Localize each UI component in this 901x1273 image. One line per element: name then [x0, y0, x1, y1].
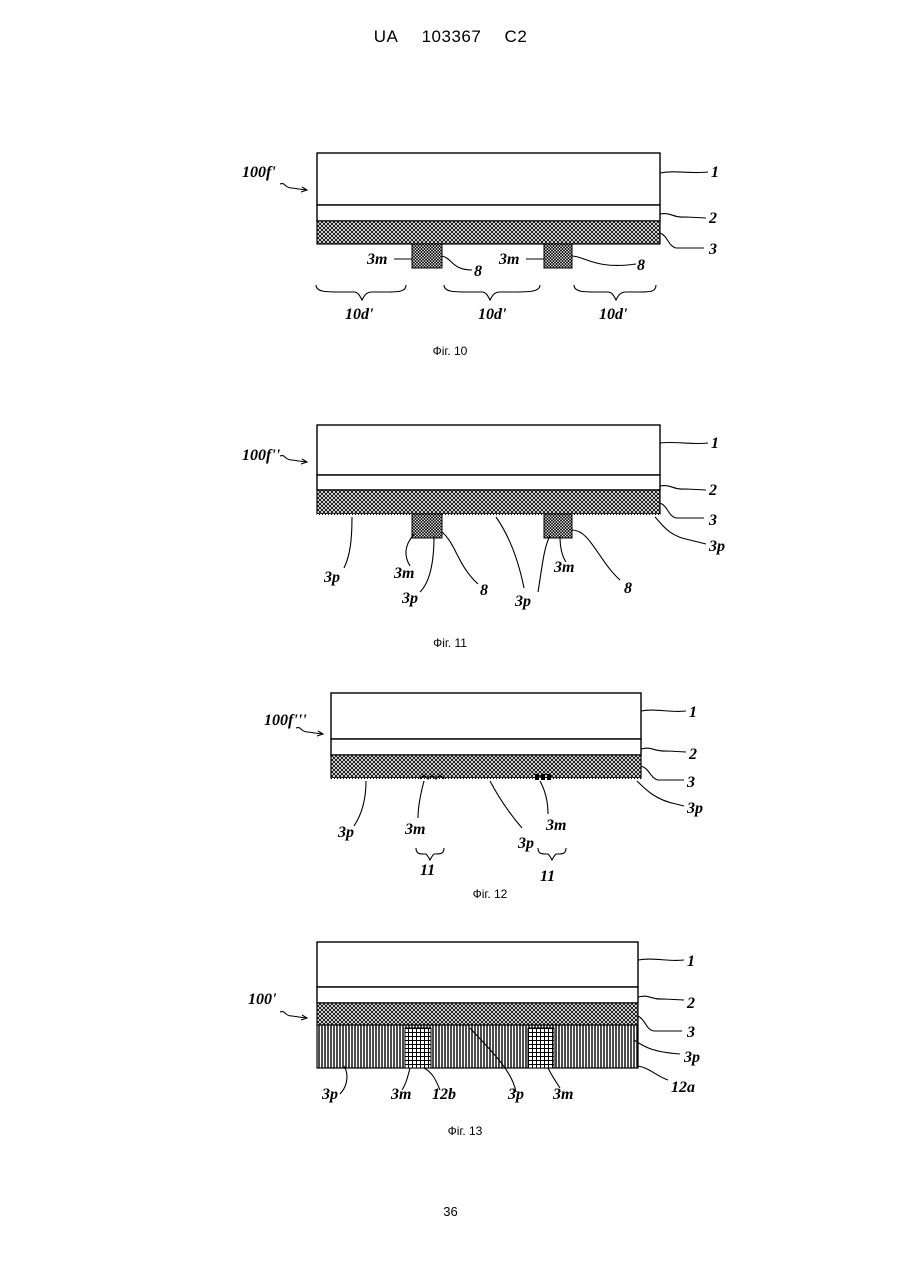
label-2: 2 [686, 995, 695, 1012]
layer-1 [317, 942, 638, 987]
porous-surface-3p [317, 514, 660, 517]
figure-11: 100f'' 1 2 3 3p 3p 3m 3p 8 3p 3m 8 Фіг. … [242, 425, 725, 650]
element-12b-right [528, 1028, 554, 1068]
label-3p-mid: 3p [517, 835, 534, 852]
label-3p-left: 3p [321, 1086, 338, 1103]
label-2: 2 [708, 482, 717, 499]
label-10d-left: 10d' [345, 306, 374, 323]
label-11-left: 11 [420, 862, 435, 879]
label-1: 1 [687, 953, 695, 970]
layer-12a [317, 1025, 638, 1068]
label-3p-mid: 3p [514, 593, 531, 610]
label-3p-right: 3p [708, 538, 725, 555]
layer-1 [317, 153, 660, 205]
element-8-left [412, 244, 442, 268]
layer-2 [317, 987, 638, 1003]
label-10d-right: 10d' [599, 306, 628, 323]
label-1: 1 [689, 704, 697, 721]
label-3p-right: 3p [686, 800, 703, 817]
caption-fig-11: Фіг. 11 [433, 636, 467, 650]
element-8-right [544, 514, 572, 538]
label-1: 1 [711, 435, 719, 452]
label-2: 2 [688, 746, 697, 763]
label-12a: 12a [671, 1079, 695, 1096]
layer-3 [317, 1003, 638, 1025]
layer-1 [331, 693, 641, 739]
label-3m-right: 3m [545, 817, 566, 834]
label-8-right: 8 [624, 580, 632, 597]
label-3m-left: 3m [390, 1086, 411, 1103]
figure-13: 100' 1 2 3 3p 12a 3p 3m 12b 3p 3m Фіг. 1… [248, 942, 700, 1138]
label-3p-left: 3p [337, 824, 354, 841]
ref-100f-double-prime: 100f'' [242, 447, 281, 464]
porous-surface-3p [331, 778, 641, 781]
label-12b: 12b [432, 1086, 456, 1103]
layer-3 [317, 490, 660, 514]
layer-2 [331, 739, 641, 755]
label-8-right: 8 [637, 257, 645, 274]
label-3: 3 [686, 1024, 695, 1041]
page-number: 36 [0, 1204, 901, 1219]
ref-100f-prime: 100f' [242, 164, 276, 181]
label-3p-under: 3p [401, 590, 418, 607]
label-3: 3 [708, 512, 717, 529]
microstructure-right-b [541, 774, 545, 780]
label-3m-left: 3m [404, 821, 425, 838]
microstructure-right-c [547, 774, 551, 780]
ref-100-prime: 100' [248, 991, 277, 1008]
layer-2 [317, 475, 660, 490]
label-3m-right: 3m [552, 1086, 573, 1103]
microstructure-right-a [535, 774, 539, 780]
label-3p-mid: 3p [507, 1086, 524, 1103]
ref-100f-triple-prime: 100f''' [264, 712, 307, 729]
label-3: 3 [686, 774, 695, 791]
label-11-right: 11 [540, 868, 555, 885]
label-10d-mid: 10d' [478, 306, 507, 323]
layer-3 [317, 221, 660, 244]
label-2: 2 [708, 210, 717, 227]
label-3p-left: 3p [323, 569, 340, 586]
figure-10: 100f' 1 2 3 3m 8 3m 8 10d' 10d' 10d' Фіг… [242, 153, 719, 358]
caption-fig-13: Фіг. 13 [448, 1124, 483, 1138]
label-3m-left: 3m [366, 251, 387, 268]
label-3m-right: 3m [498, 251, 519, 268]
element-8-left [412, 514, 442, 538]
label-8-left: 8 [480, 582, 488, 599]
label-8-left: 8 [474, 263, 482, 280]
layer-1 [317, 425, 660, 475]
label-3: 3 [708, 241, 717, 258]
label-3m-left: 3m [393, 565, 414, 582]
layer-3 [331, 755, 641, 778]
label-3m-right: 3m [553, 559, 574, 576]
label-3p-right: 3p [683, 1049, 700, 1066]
label-1: 1 [711, 164, 719, 181]
figure-12: 100f''' 1 2 3 3p 3p 3m 3p 3m 11 11 Фіг. … [264, 693, 703, 901]
caption-fig-12: Фіг. 12 [473, 887, 508, 901]
element-8-right [544, 244, 572, 268]
element-12b-left [405, 1028, 431, 1068]
caption-fig-10: Фіг. 10 [433, 344, 468, 358]
layer-2 [317, 205, 660, 221]
